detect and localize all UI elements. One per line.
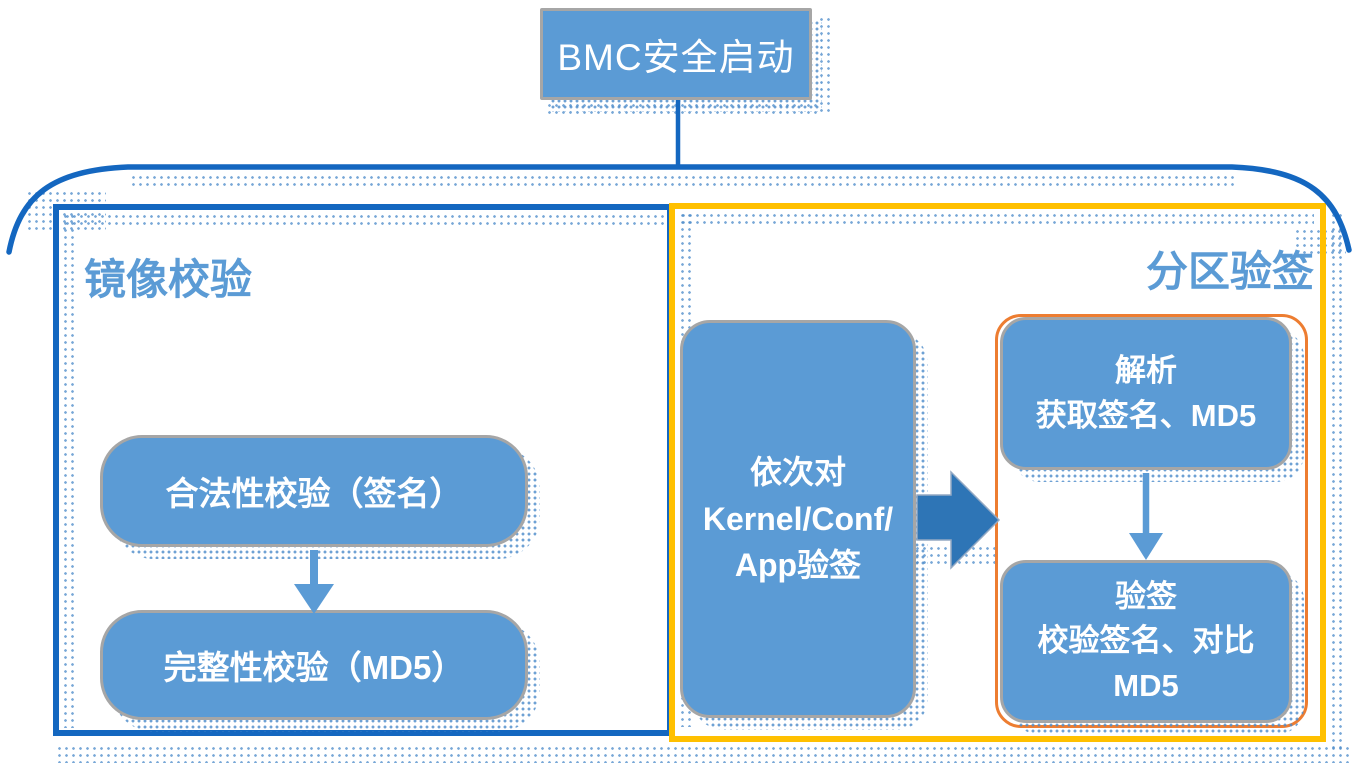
image-verify-label-text: 镜像校验 (84, 256, 253, 303)
legality-check-node: 合法性校验（签名） (100, 435, 528, 547)
sequence-verify-line1: 依次对 (749, 454, 846, 491)
integrity-check-text: 完整性校验（MD5） (163, 649, 465, 686)
partition-verify-label: 分区验签 (1000, 238, 1314, 299)
title-text: BMC安全启动 (557, 37, 795, 78)
sequence-verify-node: 依次对 Kernel/Conf/ App验签 (680, 320, 916, 718)
verify-node: 验签 校验签名、对比 MD5 (1000, 560, 1292, 723)
partition-verify-label-text: 分区验签 (1145, 248, 1314, 295)
verify-line1: 验签 (1115, 579, 1177, 615)
dot-shadow (1330, 212, 1346, 752)
legality-check-text: 合法性校验（签名） (165, 475, 463, 512)
verify-line2: 校验签名、对比 (1037, 623, 1255, 659)
dot-shadow (62, 213, 76, 728)
verify-line3: MD5 (1113, 667, 1179, 703)
dot-shadow (818, 16, 834, 112)
sequence-verify-line3: App验签 (734, 547, 862, 584)
integrity-check-node: 完整性校验（MD5） (100, 610, 528, 720)
title-node: BMC安全启动 (540, 8, 812, 100)
sequence-verify-line2: Kernel/Conf/ (702, 500, 894, 537)
parse-node: 解析 获取签名、MD5 (1000, 317, 1292, 470)
image-verify-label: 镜像校验 (84, 246, 252, 307)
parse-line1: 解析 (1115, 353, 1177, 389)
dot-shadow (130, 174, 1235, 190)
parse-line2: 获取签名、MD5 (1035, 397, 1257, 433)
dot-shadow (56, 745, 1351, 763)
